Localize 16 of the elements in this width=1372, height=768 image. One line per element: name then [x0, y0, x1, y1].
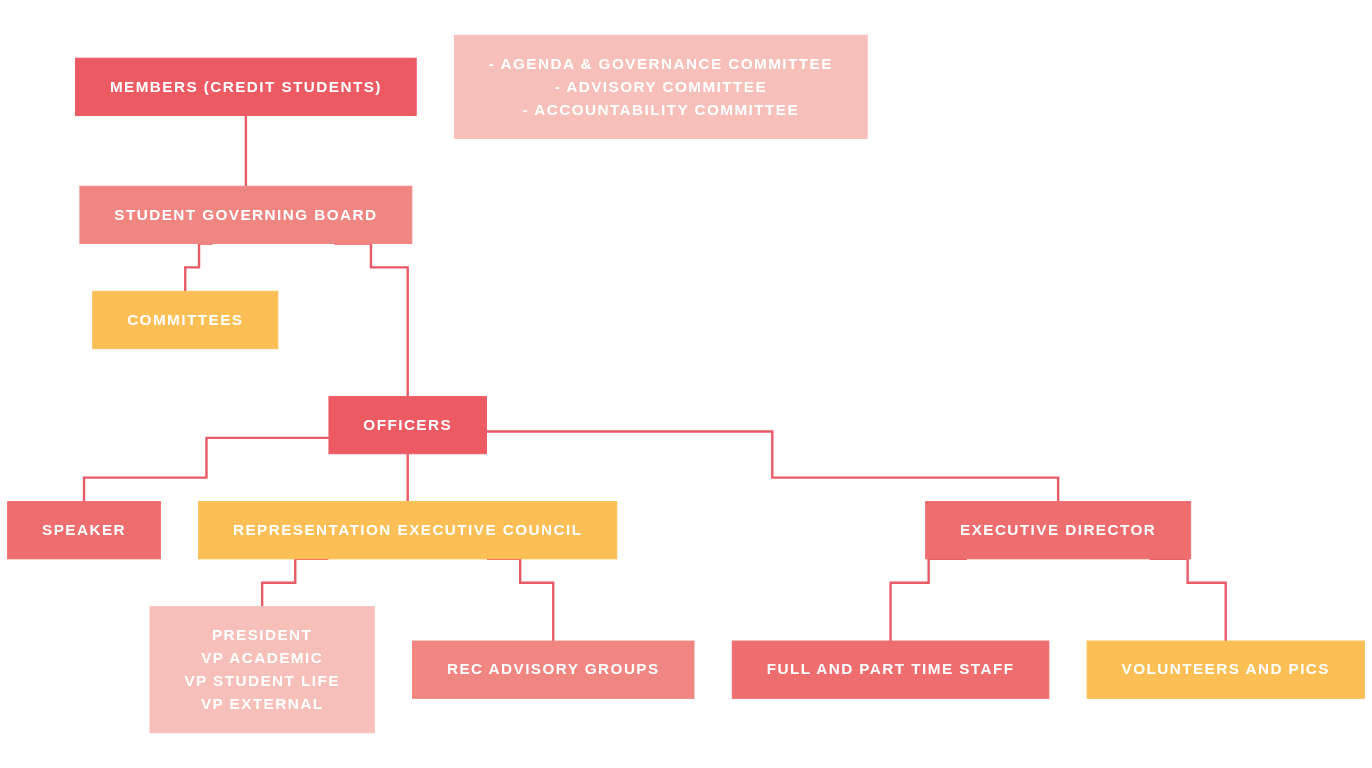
node-box: OFFICERS: [328, 395, 487, 455]
node-box: FULL AND PART TIME STAFF: [731, 640, 1050, 699]
node-box: EXECUTIVE DIRECTOR: [925, 501, 1192, 560]
connector: [82, 436, 329, 503]
node-box: VOLUNTEERS AND PICS: [1086, 640, 1365, 699]
node-box: - AGENDA & GOVERNANCE COMMITTEE - ADVISORY COMMITTEE - ACCOUNTABILITY COMMITTEE: [453, 34, 868, 139]
node-box: MEMBERS (CREDIT STUDENTS): [75, 57, 417, 116]
node-box: REC ADVISORY GROUPS: [412, 640, 695, 699]
connector: [486, 430, 1060, 503]
node-box: STUDENT GOVERNING BOARD: [79, 185, 413, 244]
node-box: COMMITTEES: [92, 290, 279, 350]
connector: [244, 114, 248, 188]
node-box: REPRESENTATION EXECUTIVE COUNCIL: [198, 501, 618, 560]
connector: [406, 452, 409, 503]
node-box: SPEAKER: [7, 501, 161, 560]
node-box: PRESIDENT VP ACADEMIC VP STUDENT LIFE VP EXTERNAL: [149, 606, 375, 734]
